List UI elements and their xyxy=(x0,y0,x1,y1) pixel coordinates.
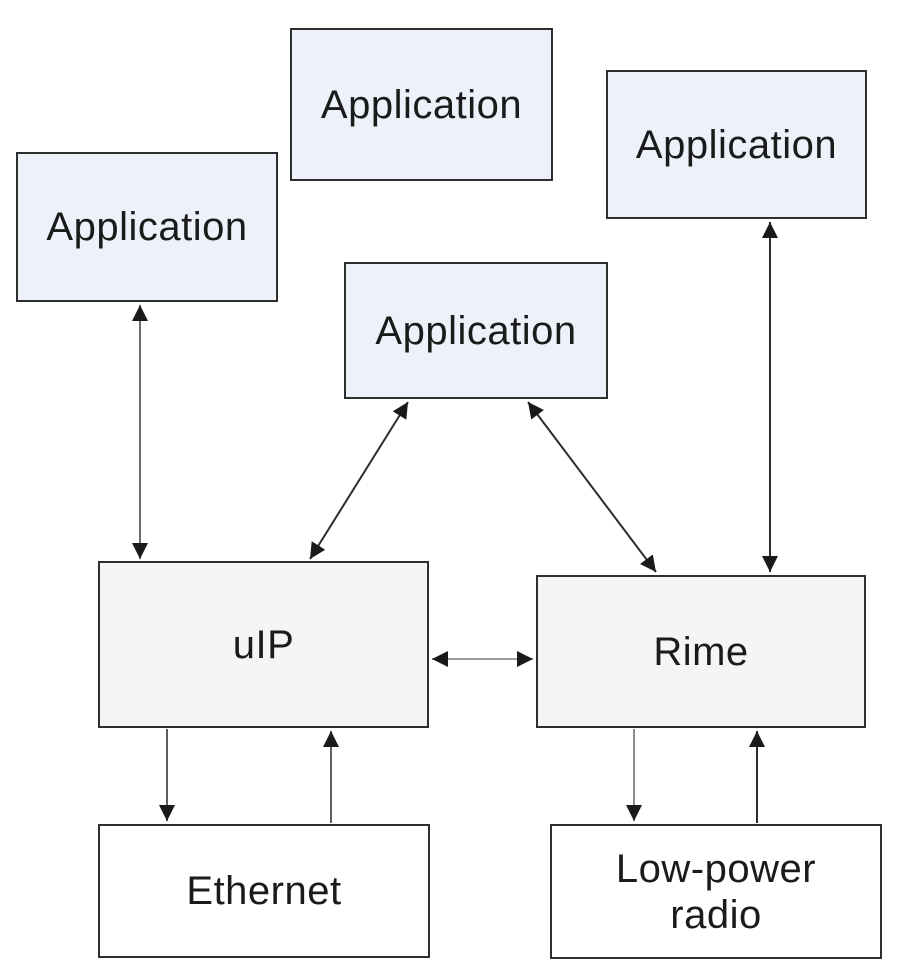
node-app-left: Application xyxy=(16,152,278,302)
node-label-app-center: Application xyxy=(375,308,577,353)
node-label-app-left: Application xyxy=(46,205,248,249)
node-app-top-right: Application xyxy=(606,70,867,219)
node-rime: Rime xyxy=(536,575,866,728)
node-low-power-radio: Low-power radio xyxy=(550,824,882,959)
node-label-low-power-radio: Low-power radio xyxy=(615,846,817,937)
node-app-top-center: Application xyxy=(290,28,553,181)
node-ethernet: Ethernet xyxy=(98,824,430,958)
edge-app-center--uip xyxy=(309,401,409,560)
node-uip: uIP xyxy=(98,561,429,728)
node-label-app-top-center: Application xyxy=(320,82,523,127)
node-app-center: Application xyxy=(344,262,608,399)
node-label-uip: uIP xyxy=(232,622,295,667)
node-label-ethernet: Ethernet xyxy=(186,869,342,913)
node-label-app-top-right: Application xyxy=(635,122,838,167)
edge-app-center--rime xyxy=(527,401,657,573)
node-label-rime: Rime xyxy=(653,629,749,674)
